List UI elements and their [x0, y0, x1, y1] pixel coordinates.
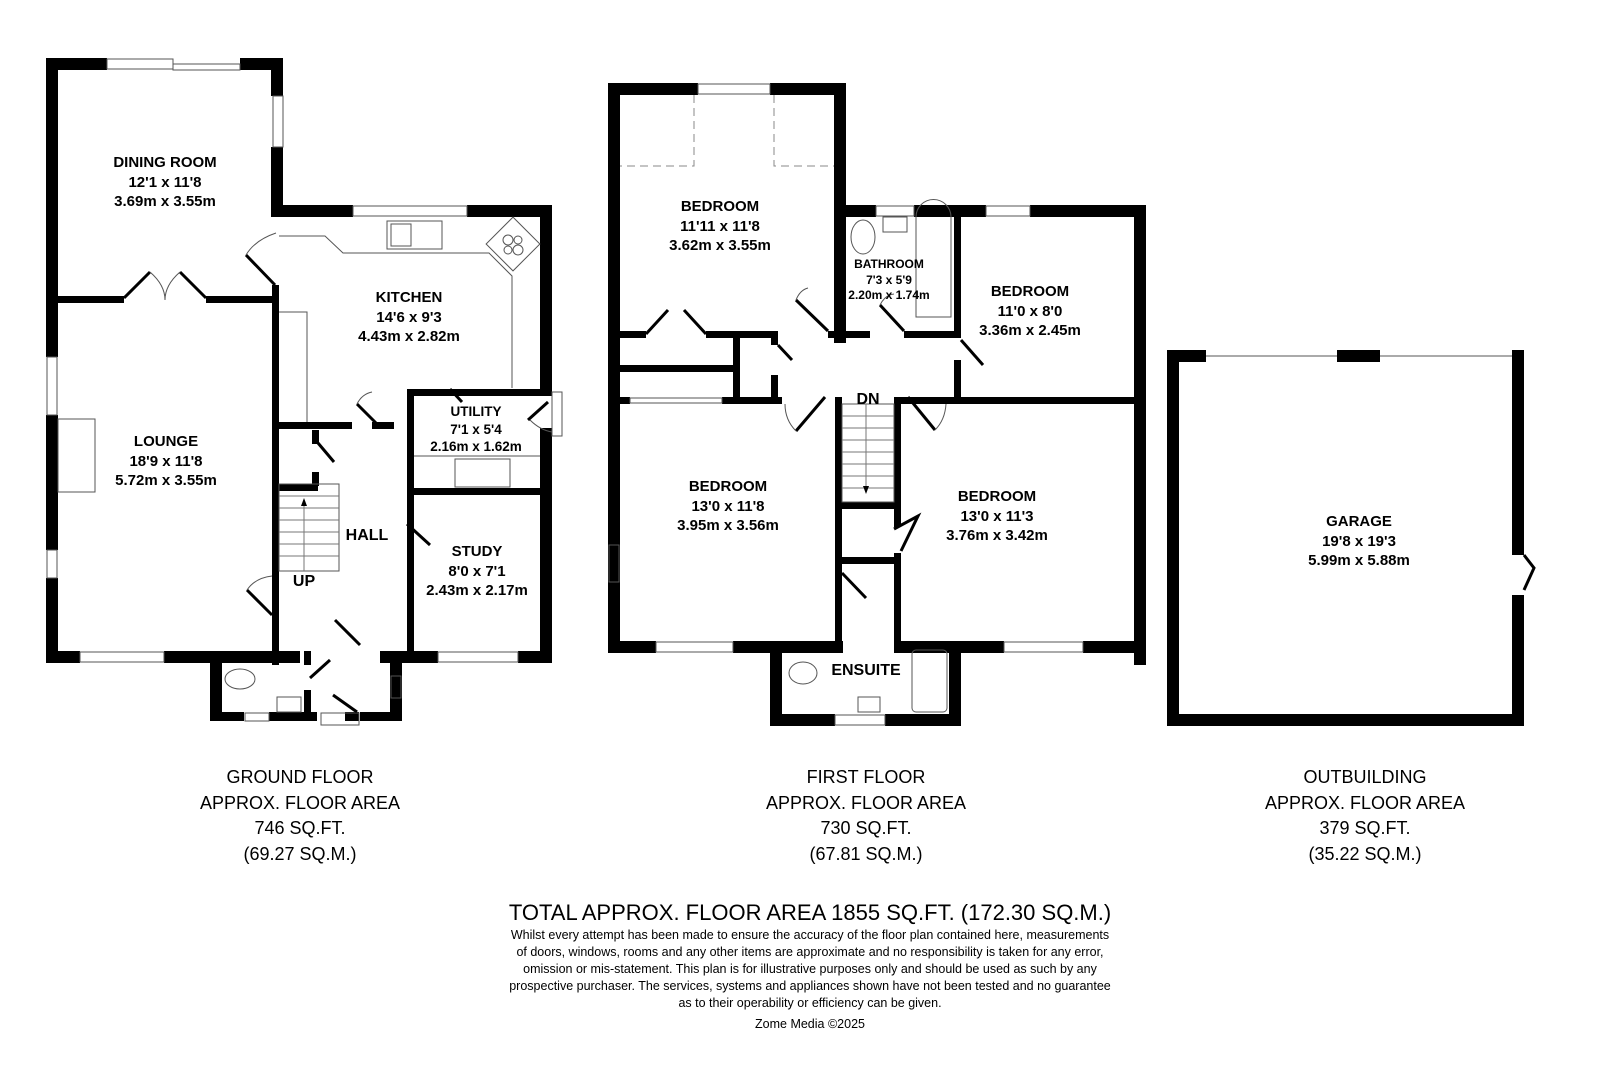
doors — [122, 253, 1536, 714]
disclaimer-text: Whilst every attempt has been made to en… — [509, 928, 1111, 1010]
room-label-utility: UTILITY 7'1 x 5'4 2.16m x 1.62m — [430, 404, 522, 455]
room-label-bedroom-1: BEDROOM 11'11 x 11'8 3.62m x 3.55m — [669, 198, 771, 254]
walls — [46, 58, 1524, 726]
room-label-lounge: LOUNGE 18'9 x 11'8 5.72m x 3.55m — [115, 433, 217, 489]
ground-floor-area-summary: GROUND FLOOR APPROX. FLOOR AREA 746 SQ.F… — [199, 767, 401, 864]
room-label-garage: GARAGE 19'8 x 19'3 5.99m x 5.88m — [1308, 513, 1410, 569]
room-label-bedroom-4: BEDROOM 13'0 x 11'3 3.76m x 3.42m — [946, 488, 1048, 544]
stairs-down-label: DN — [856, 391, 880, 408]
stair-arrows — [301, 486, 869, 506]
room-label-bedroom-3: BEDROOM 13'0 x 11'8 3.95m x 3.56m — [677, 478, 779, 534]
stairs-up-label: UP — [292, 573, 316, 590]
total-floor-area: TOTAL APPROX. FLOOR AREA 1855 SQ.FT. (17… — [508, 900, 1112, 925]
room-label-bedroom-2: BEDROOM 11'0 x 8'0 3.36m x 2.45m — [979, 283, 1081, 339]
room-label-ensuite: ENSUITE — [831, 662, 901, 679]
copyright-text: Zome Media ©2025 — [755, 1017, 865, 1031]
first-floor-area-summary: FIRST FLOOR APPROX. FLOOR AREA 730 SQ.FT… — [765, 767, 967, 864]
door-swings — [149, 232, 947, 591]
room-label-hall: HALL — [345, 527, 389, 544]
outbuilding-area-summary: OUTBUILDING APPROX. FLOOR AREA 379 SQ.FT… — [1264, 767, 1466, 864]
room-label-kitchen: KITCHEN 14'6 x 9'3 4.43m x 2.82m — [358, 289, 460, 345]
room-label-dining-room: DINING ROOM 12'1 x 11'8 3.69m x 3.55m — [113, 154, 217, 210]
room-label-study: STUDY 8'0 x 7'1 2.43m x 2.17m — [426, 543, 528, 599]
room-label-bathroom: BATHROOM 7'3 x 5'9 2.20m x 1.74m — [848, 257, 930, 303]
windows-and-fixtures — [46, 58, 1512, 726]
